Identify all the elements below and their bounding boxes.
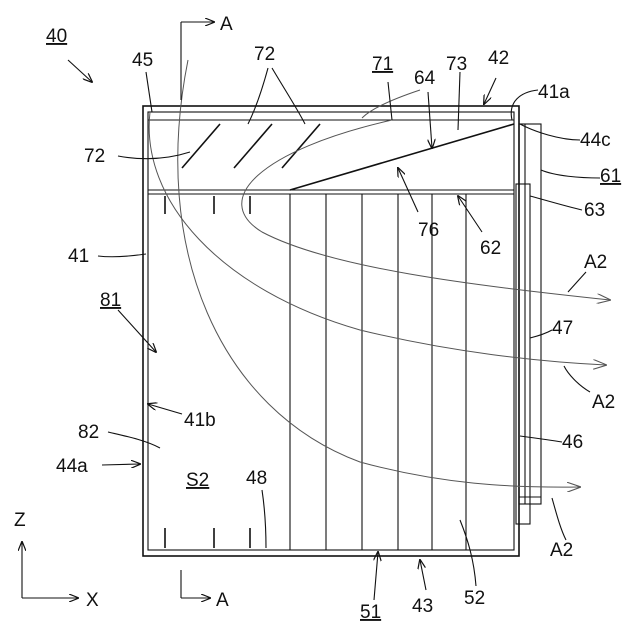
label-41a: 41a: [538, 82, 570, 103]
leader-43: [420, 560, 426, 590]
leader-A2-bottom: [552, 498, 566, 540]
label-a2-mid: A2: [592, 392, 615, 413]
lower-fins: [165, 194, 466, 550]
leader-72b: [272, 68, 305, 124]
flow-curve-middle: [149, 112, 606, 365]
label-x: X: [86, 590, 99, 611]
label-46: 46: [562, 432, 583, 453]
leader-41: [98, 254, 146, 257]
label-72-top: 72: [254, 44, 275, 65]
label-section-a-bottom: A: [216, 590, 229, 611]
leader-62: [458, 196, 482, 232]
leader-42: [484, 78, 496, 104]
outlet-frame-63: [516, 184, 530, 524]
diagonal-plate-76: [290, 124, 514, 190]
leader-41a: [511, 90, 538, 120]
leader-44a: [102, 464, 140, 465]
fin-3: [282, 124, 320, 168]
leader-A2-mid: [564, 366, 590, 392]
leader-61: [541, 170, 600, 178]
label-a2-top: A2: [584, 252, 607, 273]
label-44c: 44c: [580, 130, 611, 151]
leader-63: [530, 196, 582, 210]
label-64: 64: [414, 68, 436, 89]
label-81: 81: [100, 290, 121, 311]
label-43: 43: [412, 596, 433, 617]
leader-51: [374, 552, 378, 600]
label-63: 63: [584, 200, 605, 221]
label-62: 62: [480, 238, 501, 259]
label-z: Z: [14, 510, 26, 531]
label-44a: 44a: [56, 456, 88, 477]
label-41: 41: [68, 246, 89, 267]
upper-chamber: [148, 124, 514, 194]
label-a2-bottom: A2: [550, 540, 573, 561]
label-52: 52: [464, 588, 485, 609]
leader-44c: [520, 124, 580, 140]
label-82: 82: [78, 422, 99, 443]
label-47: 47: [552, 318, 573, 339]
label-45: 45: [132, 50, 153, 71]
label-51: 51: [360, 602, 381, 623]
leader-73: [458, 72, 460, 130]
label-72-left: 72: [84, 146, 105, 167]
label-40: 40: [46, 26, 67, 47]
section-line: [181, 22, 214, 598]
label-71: 71: [372, 54, 393, 75]
leader-72c: [118, 152, 190, 159]
leader-82: [108, 432, 160, 448]
label-73: 73: [446, 54, 467, 75]
fin-2: [234, 124, 272, 168]
leader-48: [262, 490, 266, 548]
label-section-a-top: A: [220, 14, 233, 35]
leader-41b: [148, 404, 182, 414]
label-42: 42: [488, 48, 509, 69]
label-41b: 41b: [184, 410, 216, 431]
leader-81: [118, 310, 156, 352]
leader-72a: [248, 68, 268, 124]
label-s2: S2: [186, 470, 209, 491]
flow-curve-top: [242, 120, 610, 300]
leader-40: [68, 60, 92, 82]
axes: [22, 542, 78, 598]
leader-52: [460, 520, 476, 586]
fin-1: [182, 124, 220, 168]
leader-A2-top: [568, 272, 586, 292]
label-61: 61: [600, 166, 621, 187]
label-76: 76: [418, 220, 439, 241]
label-48: 48: [246, 468, 267, 489]
